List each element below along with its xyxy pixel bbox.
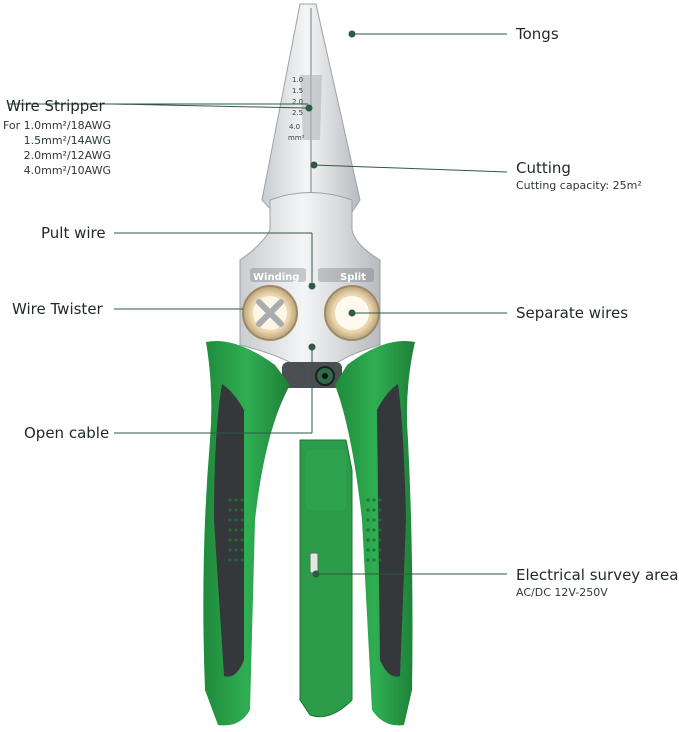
wire-twister-label: Wire Twister: [12, 300, 103, 318]
winding-marking: Winding: [253, 272, 299, 283]
split-marking: Split: [340, 272, 366, 283]
gauge-unit: mm²: [288, 134, 305, 142]
stripper-spec: 1.5mm²/14AWG: [23, 134, 111, 147]
pliers-head: Winding Split: [239, 192, 381, 369]
wire-twister-hole: [242, 285, 298, 341]
stripper-spec: 2.0mm²/12AWG: [23, 149, 111, 162]
left-handle: [203, 340, 290, 726]
cutting-capacity: Cutting capacity: 25m²: [516, 179, 642, 192]
tongs-label: Tongs: [516, 25, 559, 43]
survey-area-label: Electrical survey area: [516, 566, 679, 584]
separate-wires-label: Separate wires: [516, 304, 629, 322]
open-cable-label: Open cable: [24, 424, 110, 442]
gauge-label: 2.0: [292, 98, 303, 106]
survey-range: AC/DC 12V-250V: [516, 586, 608, 599]
cutting-label: Cutting: [516, 159, 571, 177]
gauge-label: 1.5: [292, 87, 303, 95]
leader-lines: [8, 30, 508, 578]
stripper-gauge-markings: 1.0 1.5 2.0 2.5 4.0 mm²: [288, 76, 305, 142]
voltage-tester-module: [299, 439, 353, 718]
gauge-label: 2.5: [292, 109, 303, 117]
gauge-label: 1.0: [292, 76, 303, 84]
stripper-spec: For 1.0mm²/18AWG: [2, 119, 111, 132]
stripper-spec: 4.0mm²/10AWG: [23, 164, 111, 177]
gauge-label: 4.0: [289, 123, 300, 131]
pult-wire-label: Pult wire: [41, 224, 106, 242]
wire-stripper-label: Wire Stripper: [6, 97, 105, 115]
right-handle: [335, 340, 415, 726]
